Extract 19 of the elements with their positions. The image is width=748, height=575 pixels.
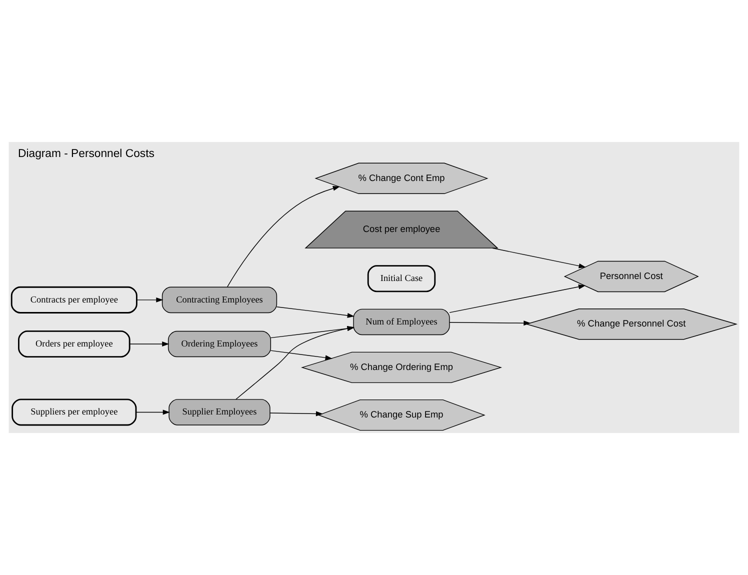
arrow [136,297,164,302]
node-box: Contracts per employee [10,286,138,314]
arrow [270,411,324,416]
arrow [449,320,531,326]
arrow [492,248,586,268]
node-box: Contracting Employees [162,286,278,314]
arrow [276,306,355,318]
arrow [227,186,340,288]
node-box: Suppliers per employee [12,398,137,426]
diagram-title: Diagram - Personnel Costs [18,148,154,160]
node-box: Initial Case [367,265,436,292]
node-box: Num of Employees [353,308,450,336]
node-box: Orders per employee [18,330,130,358]
arrow [270,350,332,360]
node-box: Supplier Employees [168,399,270,426]
arrow [136,410,170,415]
arrow [129,342,170,346]
node-box: Ordering Employees [168,330,272,358]
arrow [449,284,586,313]
